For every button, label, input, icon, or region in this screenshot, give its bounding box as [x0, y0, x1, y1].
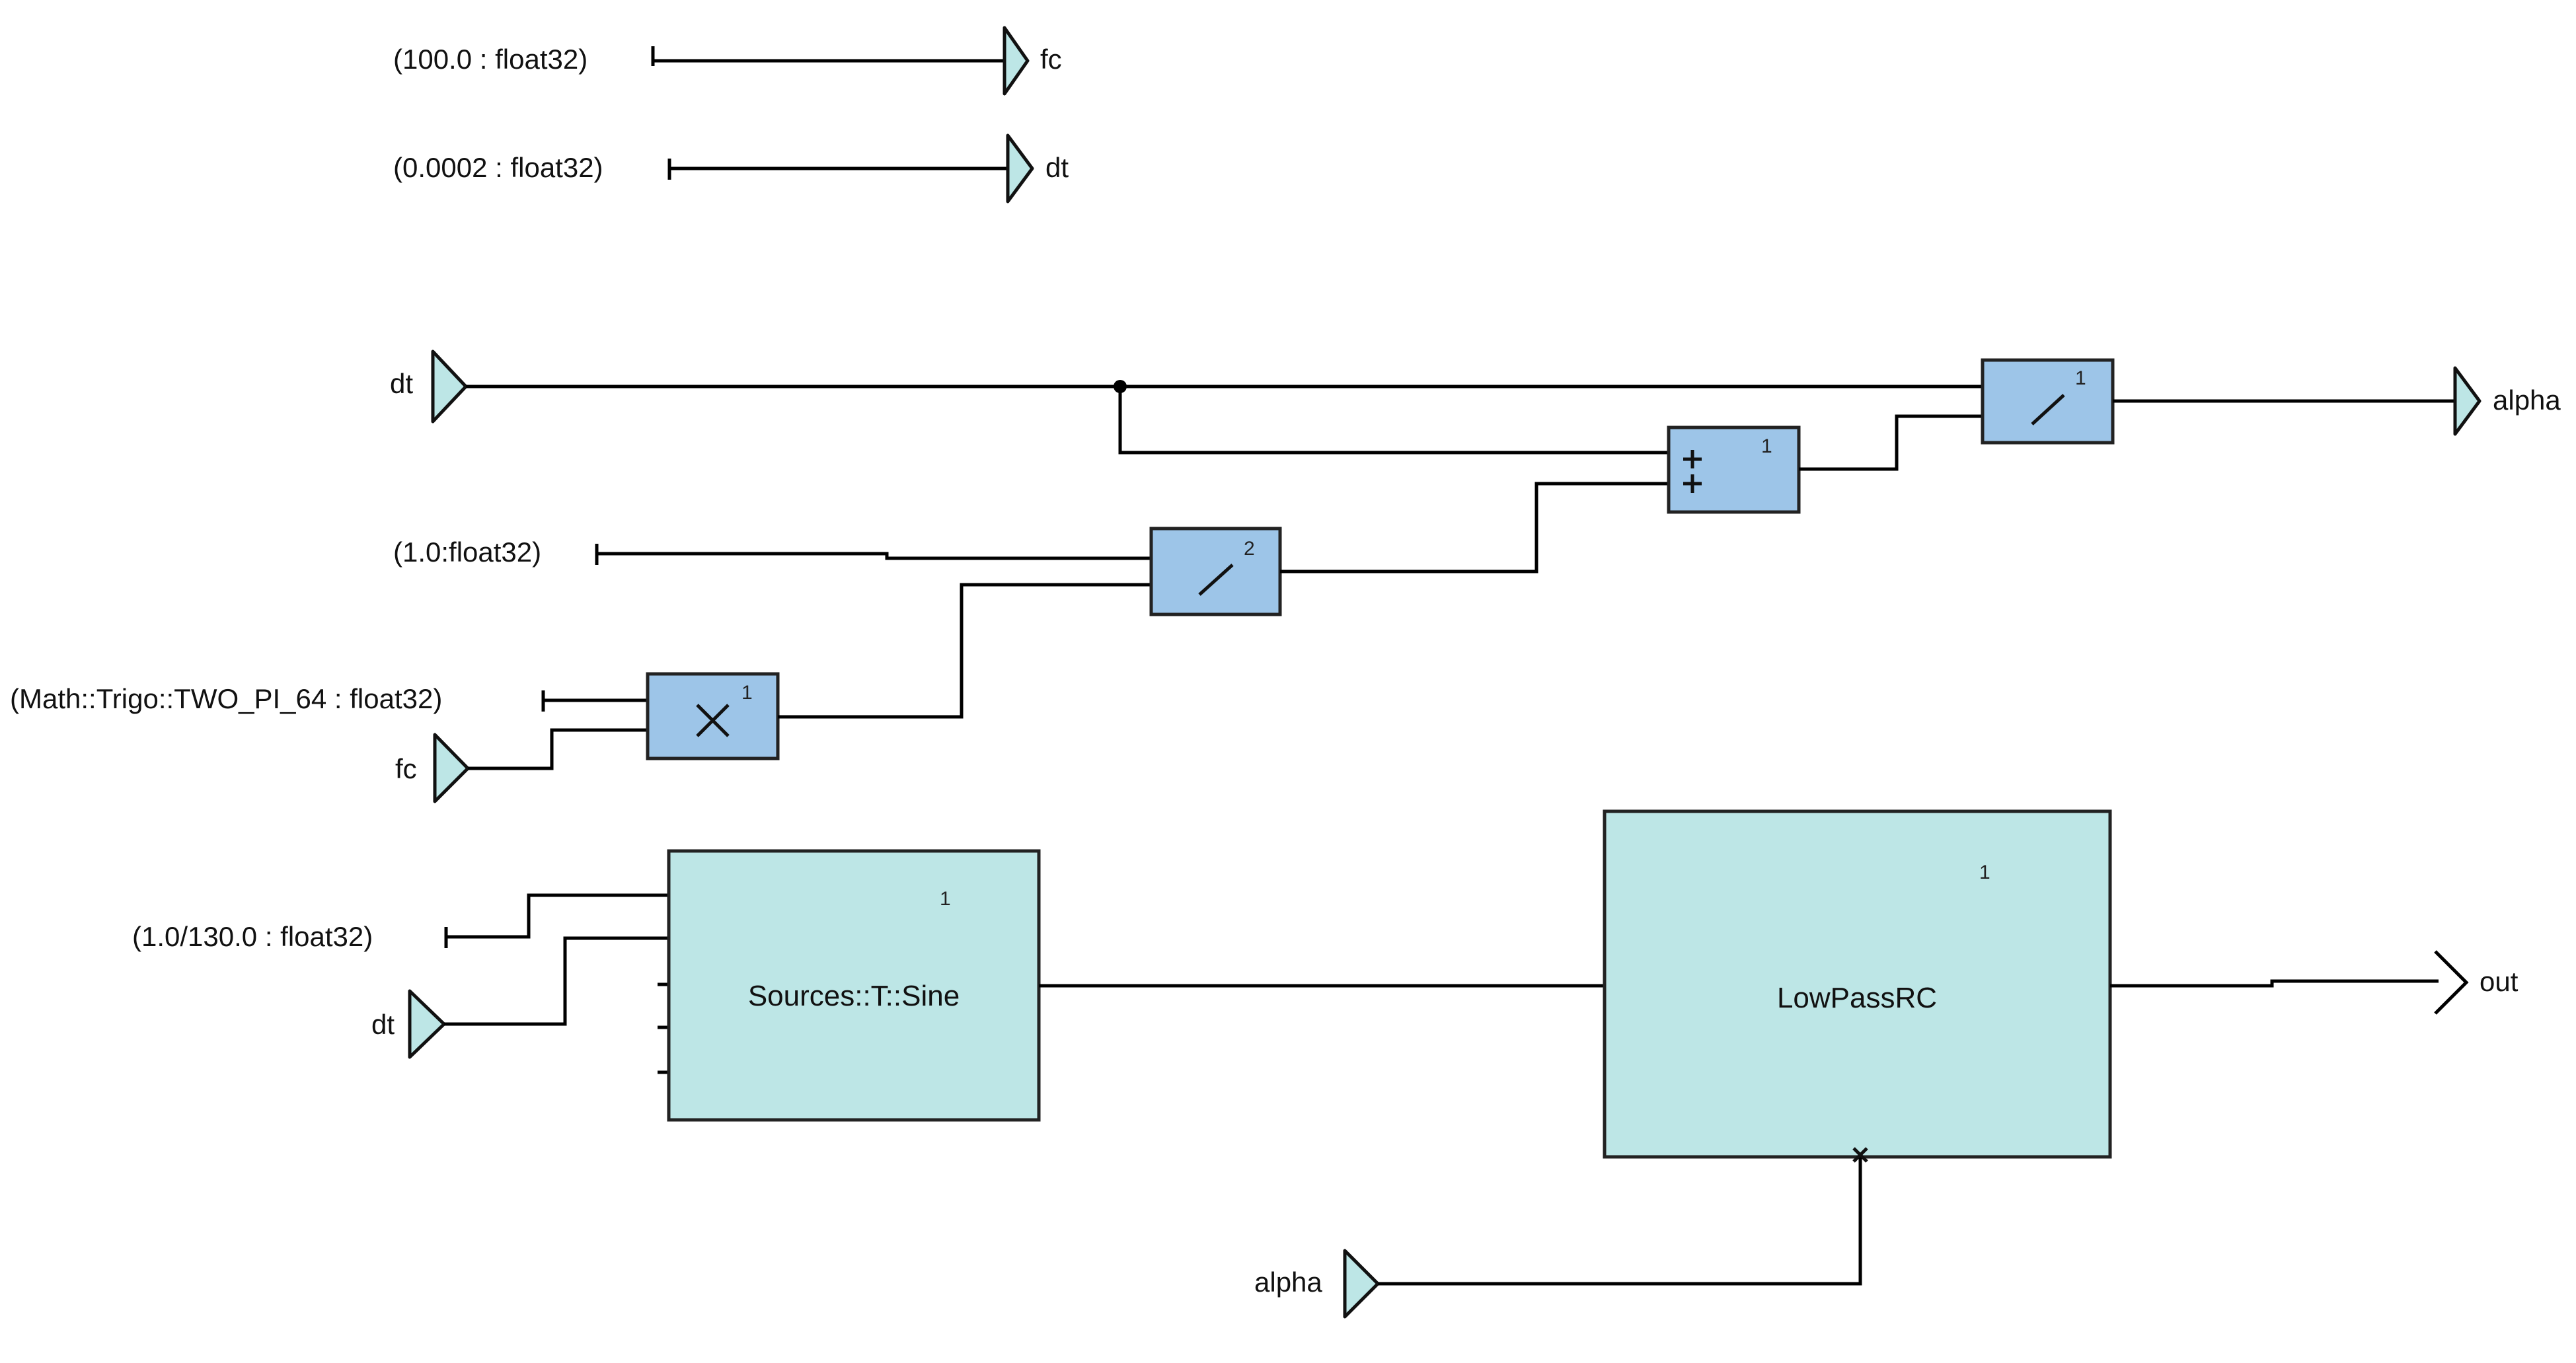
fc-input-port-label: fc [395, 753, 417, 784]
multiply-to-divide2-wire [778, 583, 1151, 719]
fc-constant-assignment: (100.0 : float32) fc [393, 26, 1062, 96]
lowpass-rc-block-label: LowPassRC [1777, 982, 1937, 1014]
sine-source-block[interactable]: Sources::T::Sine 1 [667, 849, 1041, 1122]
fc-input-port[interactable] [433, 733, 470, 803]
fc-to-multiply-wire [468, 728, 648, 770]
frequency-to-sine-wire [446, 893, 669, 939]
multiply-operator-box[interactable] [646, 672, 780, 760]
sine-source-block-label: Sources::T::Sine [748, 980, 960, 1012]
divide2-to-sum-wire [1280, 482, 1669, 573]
dt-output-port[interactable] [1006, 133, 1034, 203]
alpha-input-port[interactable] [1343, 1249, 1380, 1319]
divide-operator-1[interactable]: 1 [1981, 358, 2115, 445]
dt-output-port-label: dt [1045, 152, 1069, 183]
lowpass-to-out-wire [2110, 979, 2439, 988]
sine-source-block-box[interactable] [667, 849, 1041, 1122]
out-port-arrow[interactable] [2434, 950, 2469, 1015]
alpha-input-port-label: alpha [1254, 1267, 1322, 1298]
sine-source-block-index: 1 [940, 888, 951, 910]
lowpass-rc-block[interactable]: LowPassRC 1 [1603, 809, 2112, 1159]
one-to-divide2-wire [597, 552, 1151, 560]
lowpass-rc-block-index: 1 [1979, 862, 1990, 883]
dt-sine-input-port[interactable] [408, 989, 446, 1059]
dt-constant-label: (0.0002 : float32) [393, 152, 603, 183]
divide-icon [1198, 564, 1234, 596]
fc-output-port[interactable] [1003, 26, 1030, 96]
sum-operator-index: 1 [1761, 435, 1772, 457]
dt-to-sum-wire [1118, 387, 1669, 455]
dt-constant-assignment: (0.0002 : float32) dt [393, 133, 1069, 203]
dt-sine-input-port-label: dt [371, 1009, 395, 1040]
dt-to-sine-wire [444, 936, 669, 1026]
multiply-operator[interactable]: 1 [646, 672, 780, 760]
sum-to-divide1-wire [1799, 414, 1983, 471]
fc-output-port-label: fc [1040, 44, 1062, 75]
multiply-operator-index: 1 [741, 682, 753, 704]
out-port-label: out [2480, 966, 2519, 997]
divide-operator-1-index: 1 [2075, 367, 2086, 389]
alpha-output-port[interactable] [2453, 366, 2481, 436]
two-pi-constant-label: (Math::Trigo::TWO_PI_64 : float32) [10, 683, 442, 714]
divide-operator-2-index: 2 [1244, 538, 1255, 560]
dt-input-port[interactable] [431, 350, 468, 424]
alpha-computation: dt (1.0:float32) (Math::Trigo::TWO_PI_64… [10, 350, 2561, 803]
divide-operator-2-box[interactable] [1149, 527, 1282, 616]
sine-frequency-constant-label: (1.0/130.0 : float32) [132, 921, 373, 952]
alpha-output-port-label: alpha [2493, 385, 2561, 416]
divide-icon [2031, 394, 2065, 425]
lowpass-rc-block-box[interactable] [1603, 809, 2112, 1159]
sum-operator[interactable]: 1 [1667, 425, 1801, 514]
sum-operator-box[interactable] [1667, 425, 1801, 514]
divide-operator-1-box[interactable] [1981, 358, 2115, 445]
filter-chain: (1.0/130.0 : float32) dt Sources::T::Sin… [132, 809, 2519, 1319]
dt-input-port-label: dt [390, 368, 413, 399]
one-constant-label: (1.0:float32) [393, 536, 541, 568]
divide-operator-2[interactable]: 2 [1149, 527, 1282, 616]
alpha-to-lowpass-wire [1378, 1157, 1862, 1286]
fc-constant-label: (100.0 : float32) [393, 44, 587, 75]
